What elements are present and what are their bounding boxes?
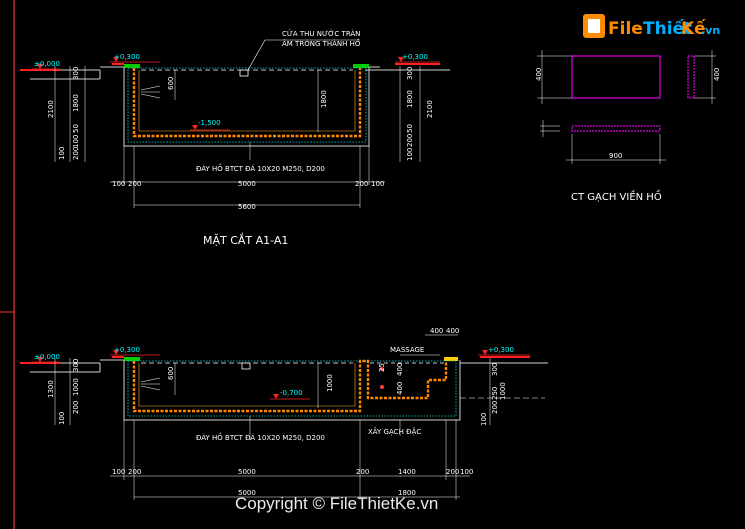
dim-a2-b1400: 1400: [398, 468, 416, 476]
dim-a1-i600: 600: [167, 77, 175, 90]
note-overflow-1: CỬA THU NƯỚC TRÀN: [282, 29, 360, 38]
level-top-left-a2: +0,300: [114, 346, 140, 354]
note-floor-a1: ĐÁY HỒ BTCT ĐÁ 10X20 M250, D200: [196, 163, 325, 173]
dim-a2-l200: 200: [72, 401, 80, 414]
filethietke-logo: File Thiết Kế .vn: [583, 14, 720, 39]
dim-a2-t400b: 400: [446, 327, 459, 335]
dim-a2-l1300: 1300: [47, 380, 55, 398]
level-ground-a2: ±0,000: [34, 353, 60, 361]
dim-a2-r1000: 1000: [499, 382, 507, 400]
svg-text:Thiết: Thiết: [643, 18, 692, 39]
dim-a1-r100: 100: [406, 148, 414, 161]
detail-title: CT GẠCH VIỀN HỒ: [571, 189, 662, 203]
section-a1-title: MẶT CẮT A1-A1: [203, 233, 288, 247]
dim-a1-b5000: 5000: [238, 180, 256, 188]
section-a2: [0, 311, 548, 500]
dim-a2-b200b: 200: [356, 468, 369, 476]
level-top-right-a2: +0,300: [488, 346, 514, 354]
dim-a2-r300: 300: [491, 363, 499, 376]
dim-a1-l200: 200: [72, 147, 80, 160]
dim-a2-total-a: 5000: [238, 489, 256, 497]
note-floor-a2: ĐÁY HỒ BTCT ĐÁ 10X20 M250, D200: [196, 432, 325, 442]
dim-a2-s400a: 400: [396, 363, 404, 376]
dim-a1-l300: 300: [72, 67, 80, 80]
dim-a2-r100: 100: [480, 413, 488, 426]
dim-a2-l1000: 1000: [72, 378, 80, 396]
dim-a2-s400b: 400: [396, 382, 404, 395]
level-bottom-a1: -1,500: [198, 119, 221, 127]
dim-a1-l100b: 100: [58, 147, 66, 160]
svg-text:Kế: Kế: [681, 18, 706, 39]
dim-a1-l50: 50: [72, 124, 80, 133]
dim-a1-b200b: 200: [355, 180, 368, 188]
section-a1: [20, 39, 450, 208]
dim-a1-i1800: 1800: [320, 90, 328, 108]
dim-a2-b100b: 100: [460, 468, 473, 476]
dim-a1-l2100: 2100: [47, 100, 55, 118]
detail-coping: [537, 50, 716, 164]
copyright-watermark: Copyright © FileThietKe.vn: [235, 494, 438, 513]
dim-a2-i1000: 1000: [326, 374, 334, 392]
dim-a2-i600: 600: [167, 367, 175, 380]
dim-a1-b200a: 200: [128, 180, 141, 188]
dim-a1-b100a: 100: [112, 180, 125, 188]
dim-a2-l300: 300: [72, 359, 80, 372]
dim-a1-l1800: 1800: [72, 94, 80, 112]
detail-dim-400-left: 400: [535, 68, 543, 81]
dim-a1-r200: 200: [406, 134, 414, 147]
svg-text:.vn: .vn: [701, 24, 720, 37]
dim-a2-total-b: 1800: [398, 489, 416, 497]
detail-dim-400-right: 400: [713, 68, 721, 81]
dim-a1-r1800: 1800: [406, 90, 414, 108]
dim-a2-b200c: 200: [446, 468, 459, 476]
dim-a2-t400a: 400: [430, 327, 443, 335]
dim-a1-total: 5600: [238, 203, 256, 211]
dim-a1-r2100: 2100: [426, 100, 434, 118]
dim-a2-r250: 250: [491, 387, 499, 400]
level-top-right-a1: +0,300: [402, 53, 428, 61]
dim-a2-b100a: 100: [112, 468, 125, 476]
dim-a2-b5000: 5000: [238, 468, 256, 476]
dim-a1-r50: 50: [406, 124, 414, 133]
dim-a2-l100: 100: [58, 412, 66, 425]
dim-a1-l100: 100: [72, 135, 80, 148]
svg-text:File: File: [608, 19, 643, 39]
dim-a2-s25: 25: [378, 363, 386, 372]
level-ground-a1: ±0,000: [34, 60, 60, 68]
dim-a2-r200: 200: [491, 401, 499, 414]
note-wall-brick: XÂY GẠCH ĐẶC: [368, 427, 421, 436]
note-massage: MASSAGE: [390, 346, 424, 354]
dim-a1-b100b: 100: [371, 180, 384, 188]
level-bottom-a2: -0,700: [280, 389, 303, 397]
dim-a1-r300: 300: [406, 67, 414, 80]
level-top-left-a1: +0,300: [114, 53, 140, 61]
detail-dim-900: 900: [609, 152, 622, 160]
note-overflow-2: ÂM TRONG THÀNH HỒ: [282, 38, 361, 48]
dim-a2-b200a: 200: [128, 468, 141, 476]
